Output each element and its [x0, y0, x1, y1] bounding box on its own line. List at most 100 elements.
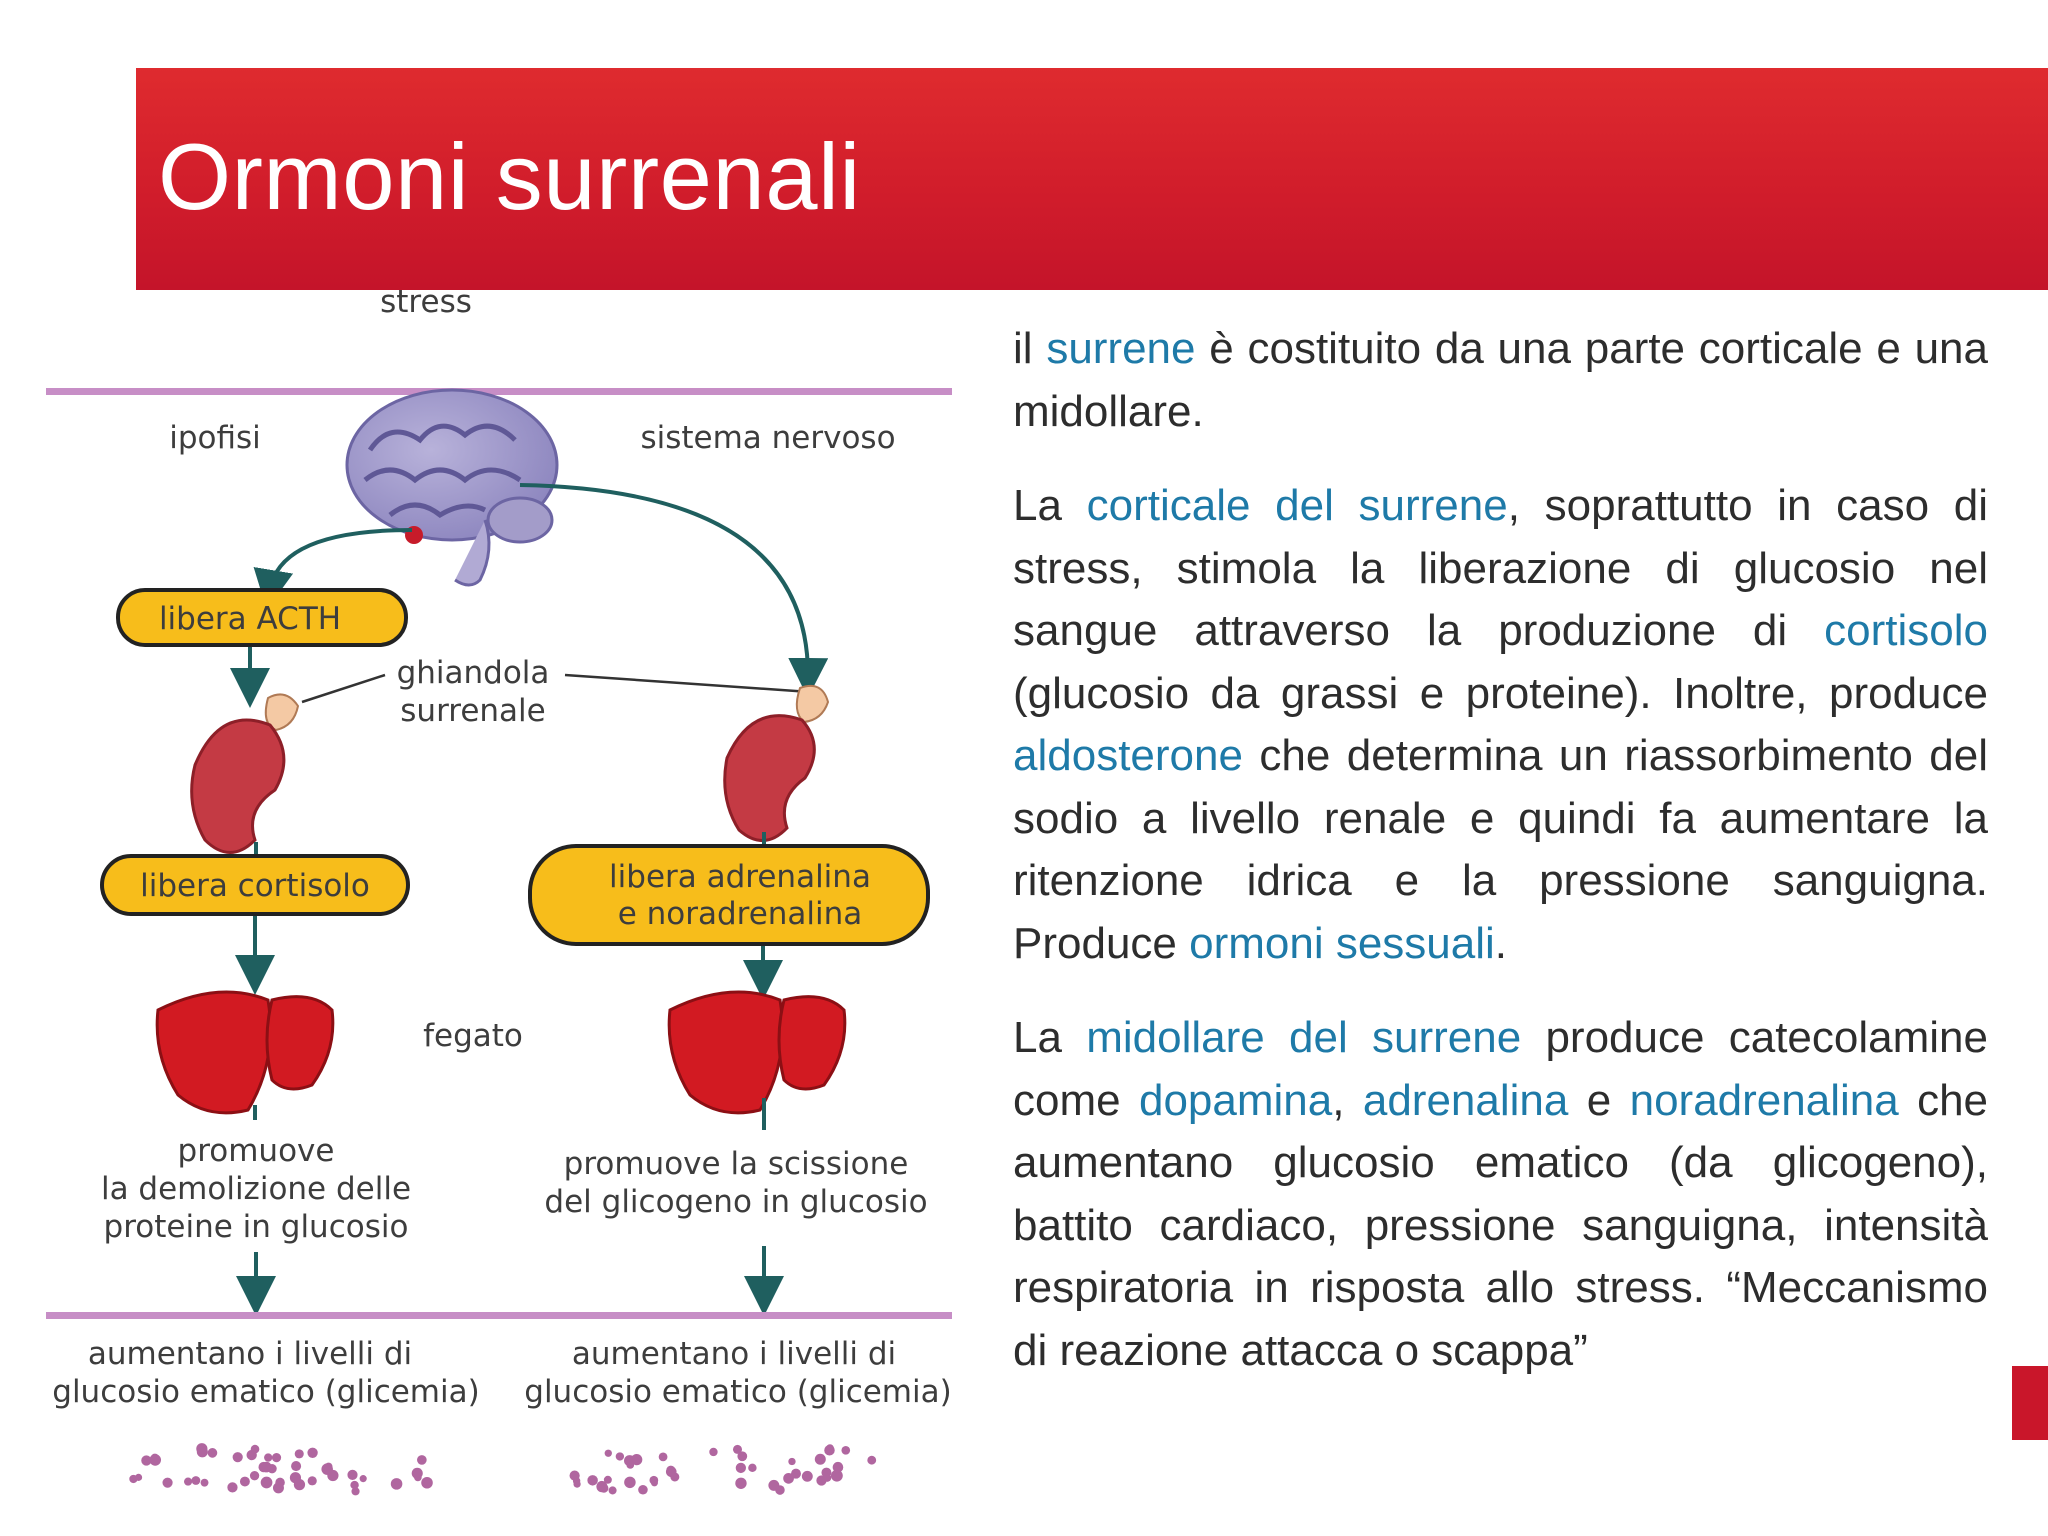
stress-label: stress: [380, 290, 472, 320]
glucose-dot: [294, 1449, 304, 1459]
glucose-dot: [129, 1474, 138, 1484]
brain-icon: [345, 388, 559, 587]
libera-adrenalina-line2: e noradrenalina: [618, 896, 863, 932]
glucose-dot: [162, 1477, 173, 1488]
glucose-dot: [421, 1476, 433, 1489]
glucose-dot: [599, 1483, 609, 1493]
glucose-dot: [788, 1457, 796, 1466]
glucose-dot: [608, 1486, 617, 1495]
libera-adrenalina-line1: libera adrenalina: [609, 859, 871, 895]
right-effect-line1: promuove la scissione: [564, 1146, 909, 1182]
left-effect-line1: promuove: [178, 1133, 335, 1169]
term-adrenalina: adrenalina: [1362, 1075, 1569, 1125]
pointer-line-left: [301, 673, 386, 704]
glucose-dot: [748, 1463, 757, 1473]
glucose-dot: [615, 1452, 625, 1461]
glucose-dot: [801, 1470, 813, 1482]
glucose-dot: [826, 1444, 834, 1453]
glucose-dot: [414, 1473, 422, 1482]
paragraph-corticale: La corticale del surrene, soprattutto in…: [1013, 481, 1988, 968]
liver-icon: [155, 990, 335, 1115]
glucose-dot: [626, 1461, 635, 1469]
glucose-dot: [737, 1451, 748, 1462]
title-banner: Ormoni surrenali: [136, 68, 2048, 290]
ghiandola-label-line1: ghiandola: [397, 655, 550, 691]
glucose-dot: [258, 1461, 269, 1473]
slide-title: Ormoni surrenali: [158, 124, 861, 229]
slide-edge-tab: [2012, 1366, 2048, 1440]
glucose-dot: [638, 1484, 648, 1495]
glucose-dot: [267, 1463, 277, 1474]
libera-cortisolo-box: [100, 854, 410, 916]
glucose-dot: [823, 1473, 832, 1482]
glucose-dot: [573, 1480, 581, 1488]
stress-response-diagram: stress ipofisi sistema nervoso libera AC…: [40, 290, 960, 1536]
glucose-dots-icon: [569, 1444, 877, 1495]
glucose-dot: [321, 1463, 333, 1475]
glucose-dot: [390, 1478, 403, 1490]
glucose-dot: [830, 1469, 843, 1482]
glucose-dot: [351, 1487, 360, 1496]
glucose-dot: [207, 1448, 218, 1458]
right-result-line1: aumentano i livelli di: [572, 1336, 896, 1372]
glucose-dot: [630, 1453, 643, 1466]
glucose-dot: [232, 1452, 243, 1463]
arrow-nervous-to-adrenal: [519, 483, 829, 698]
glucose-dot: [790, 1468, 801, 1479]
glucose-dot: [359, 1475, 367, 1483]
glucose-dot: [841, 1445, 851, 1455]
term-noradrenalina: noradrenalina: [1629, 1075, 1899, 1125]
glucose-dot: [670, 1472, 680, 1482]
glucose-dot: [307, 1476, 317, 1486]
paragraph-surrene: il surrene è costituito da una parte cor…: [1013, 324, 1988, 436]
term-cortisolo: cortisolo: [1824, 606, 1988, 655]
glucose-dot: [732, 1444, 743, 1454]
ghiandola-label-line2: surrenale: [400, 693, 545, 729]
left-effect-line3: proteine in glucosio: [104, 1209, 409, 1245]
glucose-dot: [709, 1447, 718, 1457]
top-divider: [46, 388, 952, 395]
right-effect-line2: del glicogeno in glucosio: [544, 1184, 927, 1220]
glucose-dot: [264, 1453, 273, 1462]
left-result-line1: aumentano i livelli di: [88, 1336, 412, 1372]
glucose-dot: [603, 1475, 612, 1484]
glucose-dot: [832, 1461, 844, 1473]
paragraph-midollare: La midollare del surrene produce catecol…: [1013, 1013, 1989, 1375]
sistema-nervoso-label: sistema nervoso: [640, 420, 895, 456]
glucose-dot: [658, 1452, 668, 1462]
bottom-divider: [46, 1312, 952, 1319]
glucose-dot: [141, 1455, 152, 1466]
libera-adrenalina-box: [528, 844, 930, 946]
glucose-dot: [735, 1477, 747, 1489]
glucose-dot: [289, 1472, 302, 1484]
arrow-pituitary-to-acth: [253, 528, 413, 610]
glucose-dot: [416, 1455, 427, 1465]
glucose-dot: [275, 1477, 285, 1488]
term-ormoni-sessuali: ormoni sessuali: [1189, 918, 1495, 968]
glucose-dot: [569, 1470, 580, 1481]
glucose-dot: [814, 1453, 826, 1465]
glucose-dot: [271, 1453, 282, 1463]
glucose-dot: [196, 1446, 208, 1458]
glucose-dot: [307, 1447, 318, 1458]
glucose-dot: [350, 1480, 359, 1490]
glucose-dots-icon: [129, 1443, 433, 1496]
glucose-dot: [666, 1465, 676, 1475]
term-dopamina: dopamina: [1138, 1075, 1333, 1125]
body-text: il surrene è costituito da una parte cor…: [1013, 318, 1988, 1414]
libera-acth-box: [116, 588, 408, 647]
glucose-dot: [783, 1472, 794, 1484]
term-aldosterone: aldosterone: [1013, 731, 1243, 780]
pointer-line-right: [564, 673, 811, 694]
ipofisi-label: ipofisi: [169, 420, 261, 456]
glucose-dot: [260, 1476, 273, 1489]
glucose-dot: [347, 1469, 358, 1480]
left-effect-line2: la demolizione delle: [101, 1171, 411, 1207]
adrenal-gland-icon: [723, 684, 830, 842]
term-surrene: surrene: [1046, 324, 1196, 373]
liver-icon: [667, 990, 847, 1115]
glucose-dot: [604, 1449, 612, 1457]
glucose-dot: [191, 1476, 201, 1485]
glucose-dot: [249, 1471, 260, 1481]
glucose-dot: [200, 1478, 209, 1487]
